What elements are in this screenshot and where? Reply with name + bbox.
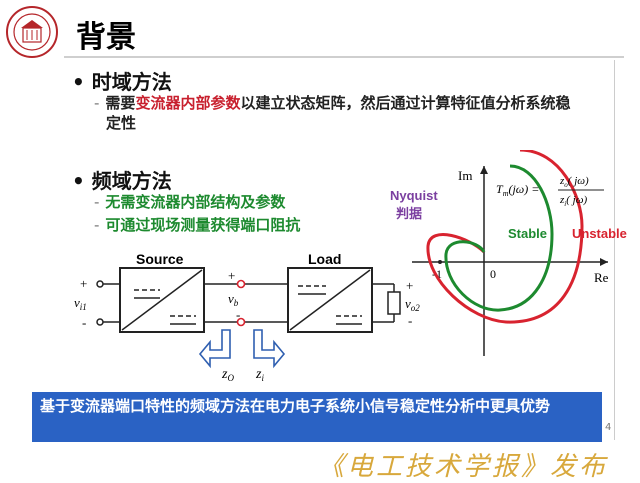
circuit-and-nyquist-diagram: Source Load + - vi1 + - vb + - vo2 zO zi… (74, 150, 627, 383)
output-voltage-label: vo2 (405, 296, 420, 313)
output-plus-sign: + (406, 278, 413, 293)
text-highlight-green: 无需变流器内部结构及参数 (105, 193, 286, 211)
slide-title: 背景 (76, 20, 136, 55)
input-terminal-minus (96, 318, 104, 326)
input-terminal-plus (96, 280, 104, 288)
input-minus-sign: - (82, 315, 86, 330)
nyquist-re-label: Re (594, 270, 609, 285)
bullet-item: -无需变流器内部结构及参数 (94, 192, 285, 212)
bullet-dot: • (72, 70, 85, 94)
load-resistor (387, 291, 401, 315)
source-label: Source (136, 251, 184, 267)
nyquist-title-line1: Nyquist (390, 188, 438, 203)
title-divider (64, 56, 624, 58)
conclusion-banner: 基于变流器端口特性的频域方法在电力电子系统小信号稳定性分析中更具优势 (32, 392, 602, 442)
source-converter-diagonal (121, 269, 203, 331)
section-heading-label: 频域方法 (91, 169, 172, 193)
bullet-dot: • (72, 169, 85, 193)
nyquist-im-label: Im (458, 168, 472, 183)
page-number: 4 (605, 422, 612, 433)
right-divider (614, 60, 615, 440)
bullet-item: -需要变流器内部参数以建立状态矩阵，然后通过计算特征值分析系统稳 (94, 93, 570, 113)
formula-numerator: zo( jω) (559, 175, 589, 189)
section-heading-frequency-domain: • 频域方法 (72, 165, 172, 194)
input-voltage-label: vi1 (74, 295, 87, 312)
source-converter-box (119, 267, 205, 333)
dash-marker: - (94, 193, 100, 211)
input-impedance-arrow (253, 329, 286, 369)
input-plus-sign: + (80, 276, 87, 291)
nyquist-origin-label: 0 (490, 267, 496, 281)
output-impedance-arrow (198, 329, 231, 369)
bullet-item-continued: 定性 (106, 113, 136, 133)
text-highlight-green: 可通过现场测量获得端口阻抗 (105, 216, 301, 234)
text-normal: 需要 (105, 94, 136, 112)
bus-terminal-plus (236, 279, 246, 289)
nyquist-unstable-curve (426, 150, 584, 324)
journal-watermark: 《电工技术学报》发布 (318, 452, 609, 482)
text-highlight-red: 变流器内部参数 (135, 94, 241, 112)
bus-terminal-minus (236, 317, 246, 327)
text-normal: 定性 (106, 114, 137, 132)
load-converter-box (287, 267, 373, 333)
bus-voltage-label: vb (228, 291, 239, 308)
bullet-item: -可通过现场测量获得端口阻抗 (94, 215, 300, 235)
text-normal: 以建立状态矩阵，然后通过计算特征值分析系统稳 (240, 94, 571, 112)
bus-plus-sign: + (228, 268, 235, 283)
load-converter-diagonal (289, 269, 371, 331)
formula-denominator: zi( jω) (559, 194, 587, 208)
output-impedance-label: zO (221, 367, 234, 383)
critical-point-marker (438, 260, 442, 264)
input-impedance-label: zi (255, 367, 264, 383)
nyquist-title-line2: 判据 (396, 206, 422, 221)
formula-lhs: Tm(jω) = (496, 182, 539, 198)
university-seal-logo (6, 6, 58, 58)
unstable-label: Unstable (572, 226, 627, 241)
stable-label: Stable (508, 226, 547, 241)
dash-marker: - (94, 94, 100, 112)
load-label: Load (308, 251, 341, 267)
nyquist-stable-curve (444, 164, 554, 312)
bus-minus-sign: - (236, 307, 240, 322)
output-minus-sign: - (408, 313, 412, 328)
section-heading-time-domain: • 时域方法 (72, 66, 172, 95)
dash-marker: - (94, 216, 100, 234)
section-heading-label: 时域方法 (91, 70, 172, 94)
